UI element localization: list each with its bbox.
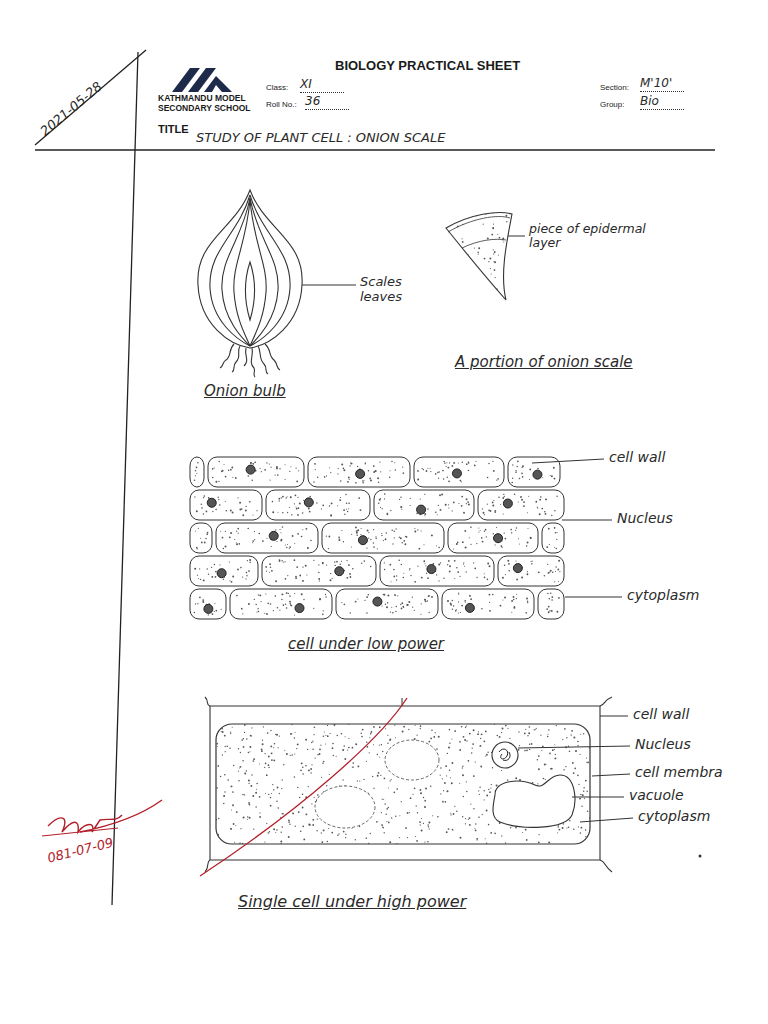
part-label: cytoplasm (627, 587, 699, 603)
corner-line (35, 50, 146, 145)
part-label: Scales leaves (360, 275, 418, 305)
field-label: Roll No.: (266, 100, 297, 109)
date: 2021-05-28 (38, 79, 105, 139)
signature-underline (42, 828, 118, 836)
field-label: Section: (600, 83, 629, 92)
figure-caption: A portion of onion scale (455, 354, 633, 371)
school-logo (172, 68, 232, 92)
part-label: cell membra (635, 764, 723, 780)
field-label: Group: (600, 100, 624, 109)
part-label: piece of epidermal layer (529, 222, 669, 251)
leader-lines (518, 716, 633, 822)
figure-caption: Onion bulb (204, 383, 286, 400)
leader-lines (532, 459, 622, 597)
part-label: Nucleus (617, 510, 673, 526)
figure-caption: Single cell under high power (238, 893, 466, 911)
part-label: cytoplasm (638, 808, 710, 824)
part-label: cell wall (609, 449, 665, 465)
epidermal-tissue (190, 457, 564, 619)
stray-dot (699, 855, 702, 858)
field-label: TITLE (158, 123, 189, 136)
onion-bulb (198, 190, 356, 377)
single-cell (200, 697, 612, 876)
field-value: M'10' (640, 77, 684, 92)
margin-line (112, 52, 138, 905)
teacher-signature (48, 800, 162, 832)
part-label: vacuole (629, 787, 684, 803)
check-date: 081-07-09 (46, 836, 115, 867)
practical-title: STUDY OF PLANT CELL : ONION SCALE (196, 131, 445, 146)
field-label: Class: (266, 83, 288, 92)
field-value: Bio (640, 95, 684, 110)
part-label: cell wall (633, 706, 689, 722)
field-value: XI (300, 78, 344, 93)
figure-caption: cell under low power (288, 636, 444, 653)
field-value: 36 (305, 95, 349, 110)
onion-scale-piece (446, 212, 525, 300)
school-name: KATHMANDU MODEL SECONDARY SCHOOL (158, 94, 258, 114)
part-label: Nucleus (635, 736, 691, 752)
header-line (35, 149, 715, 150)
sheet-heading: BIOLOGY PRACTICAL SHEET (335, 59, 520, 74)
